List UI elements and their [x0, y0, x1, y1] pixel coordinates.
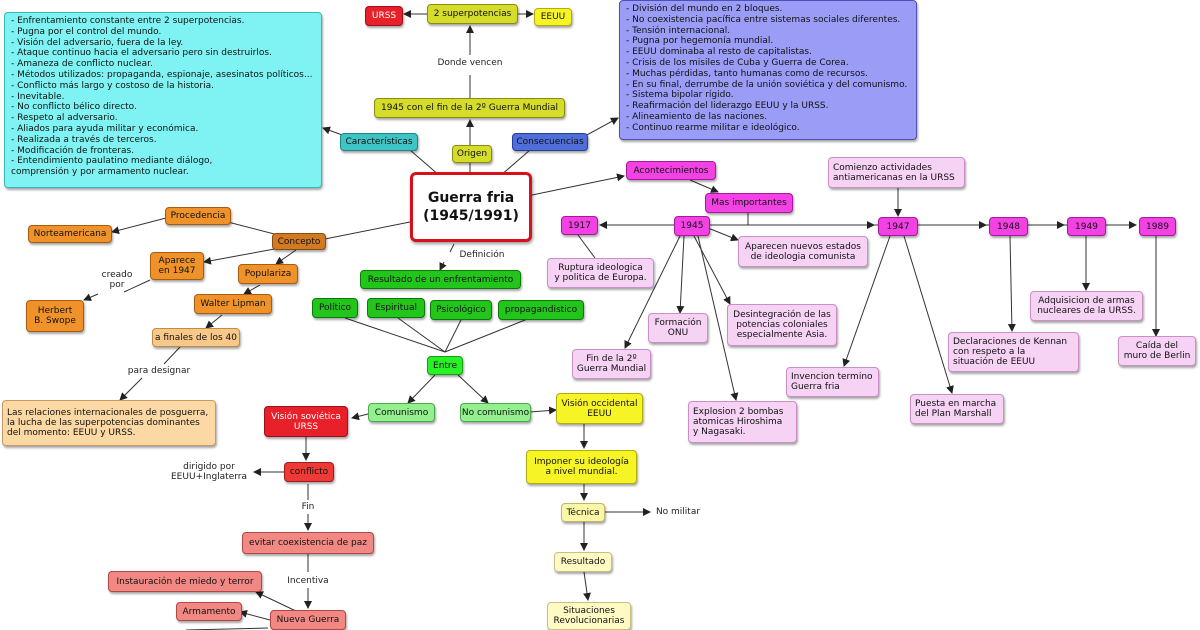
- definicion-label: Definición: [459, 250, 505, 260]
- year-1949-node: 1949: [1067, 217, 1106, 236]
- ruptura-node: Ruptura ideologica y politica de Europa.: [547, 258, 654, 288]
- comunismo-node: Comunismo: [368, 403, 435, 422]
- superpotencias-node: 2 superpotencias: [427, 4, 518, 24]
- herbert-node: Herbert B. Swope: [26, 300, 84, 332]
- propagandistico-node: propagandistico: [498, 300, 584, 320]
- resultado-node: Resultado de un enfrentamiento: [360, 270, 521, 289]
- populariza-node: Populariza: [238, 264, 298, 284]
- caracteristicas-item: - Inevitable.: [11, 91, 65, 102]
- consecuencias-item: - Continuo rearme militar e ideológico.: [626, 122, 800, 133]
- walter-node: Walter Lipman: [194, 294, 272, 314]
- entre-node: Entre: [427, 356, 463, 375]
- consecuencias-item: - Muchas pérdidas, tanto humanas como de…: [626, 68, 868, 79]
- caracteristicas-item: - Ataque continuo hacia el adversario pe…: [11, 48, 272, 59]
- consecuencias-item: - Pugna por hegemonía mundial.: [626, 36, 774, 47]
- caracteristicas-item: - Modificación de fronteras.: [11, 145, 135, 156]
- invencion-node: Invencion termino Guerra fria: [786, 367, 879, 397]
- caracteristicas-item: - Métodos utilizados: propaganda, espion…: [11, 69, 313, 80]
- tecnica-node: Técnica: [561, 503, 605, 522]
- caracteristicas-item: - Realizada a través de terceros.: [11, 134, 157, 145]
- year-1989-node: 1989: [1139, 217, 1176, 236]
- main-title: Guerra fria (1945/1991): [410, 172, 532, 242]
- comienzo-node: Comienzo actividades antiamericanas en l…: [828, 157, 965, 188]
- politico-node: Político: [312, 298, 358, 318]
- consecuencias-item: - Sistema bipolar rígido.: [626, 90, 734, 101]
- nueva-guerra-node: Nueva Guerra: [270, 610, 346, 630]
- incentiva-label: Incentiva: [287, 576, 329, 586]
- relaciones-node: Las relaciones internacionales de posgue…: [2, 400, 216, 446]
- berlin-node: Caída del muro de Berlin: [1118, 336, 1196, 366]
- instauracion-node: Instauración de miedo y terror: [108, 571, 262, 592]
- caracteristicas-item: - Pugna por el control del mundo.: [11, 26, 162, 37]
- consecuencias-item: - Crisis de los misiles de Cuba y Guerra…: [626, 57, 849, 68]
- concepto-node: Concepto: [272, 233, 326, 250]
- caracteristicas-item: comprensión y por armamento nuclear.: [11, 167, 189, 178]
- armas-nucleares-node: Adquisicion de armas nucleares de la URS…: [1030, 291, 1143, 321]
- eeuu-node: EEUU: [534, 8, 572, 26]
- marshall-node: Puesta en marcha del Plan Marshall: [910, 394, 1004, 424]
- caracteristicas-item: - Enfrentamiento constante entre 2 super…: [11, 16, 245, 26]
- consecuencias-item: - EEUU dominaba al resto de capitalistas…: [626, 47, 812, 58]
- fin-guerra-node: 1945 con el fin de la 2º Guerra Mundial: [374, 98, 565, 118]
- consecuencias-item: - No coexistencia pacífica entre sistema…: [626, 14, 901, 25]
- title-line-2: (1945/1991): [423, 208, 519, 224]
- dirigido-label: dirigido por EEUU+Inglaterra: [171, 462, 247, 482]
- psicologico-node: Psicológico: [430, 300, 492, 320]
- caracteristicas-item: - Entendimiento paulatino mediante diálo…: [11, 156, 213, 167]
- caracteristicas-item: - Amaneza de conflicto nuclear.: [11, 59, 153, 70]
- consecuencias-box: - División del mundo en 2 bloques.- No c…: [619, 0, 917, 140]
- situaciones-node: Situaciones Revolucionarias: [547, 602, 631, 630]
- mas-importantes-node: Mas importantes: [705, 193, 793, 213]
- desintegracion-node: Desintegración de las potencias colonial…: [727, 304, 837, 346]
- consecuencias-item: - División del mundo en 2 bloques.: [626, 4, 783, 14]
- imponer-node: Imponer su ideología a nivel mundial.: [526, 450, 637, 484]
- consecuencias-item: - Reafirmación del liderazgo EEUU y la U…: [626, 101, 829, 112]
- consecuencias-item: - En su final, derrumbe de la unión sovi…: [626, 79, 908, 90]
- caracteristicas-item: - No conflicto bélico directo.: [11, 102, 137, 113]
- no-militar-label: No militar: [655, 507, 701, 517]
- evitar-coexistencia-node: evitar coexistencia de paz: [242, 532, 374, 554]
- caracteristicas-box: - Enfrentamiento constante entre 2 super…: [4, 12, 322, 188]
- vision-sovietica-node: Visión soviética URSS: [264, 406, 348, 437]
- caracteristicas-item: - Aliados para ayuda militar y económica…: [11, 123, 199, 134]
- origen-node: Origen: [452, 145, 492, 163]
- caracteristicas-item: - Visión del adversario, fuera de la ley…: [11, 37, 184, 48]
- donde-vencen-label: Donde vencen: [437, 58, 503, 68]
- consecuencias-node: Consecuencias: [512, 133, 588, 151]
- consecuencias-item: - Tensión internacional.: [626, 25, 731, 36]
- year-1945-node: 1945: [674, 216, 710, 236]
- explosion-node: Explosion 2 bombas atomicas Hiroshima y …: [688, 401, 797, 443]
- vision-occidental-node: Visión occidental EEUU: [556, 393, 643, 424]
- consecuencias-list: - División del mundo en 2 bloques.- No c…: [626, 4, 916, 134]
- conflicto-node: conflicto: [284, 462, 334, 482]
- onu-node: Formación ONU: [648, 313, 708, 343]
- armamento-node: Armamento: [176, 602, 242, 621]
- procedencia-node: Procedencia: [165, 207, 231, 225]
- caracteristicas-item: - Conflicto más largo y costoso de la hi…: [11, 80, 215, 91]
- para-designar-label: para designar: [127, 366, 191, 376]
- caracteristicas-item: - Respeto al adversario.: [11, 113, 118, 124]
- year-1948-node: 1948: [989, 217, 1028, 236]
- fin-2gm-node: Fin de la 2º Guerra Mundial: [572, 349, 651, 379]
- acontecimientos-node: Acontecimientos: [626, 161, 716, 180]
- urss-node: URSS: [365, 6, 403, 26]
- title-line-1: Guerra fria: [427, 190, 515, 206]
- creado-por-label: creado por: [101, 270, 133, 290]
- resultado-occidental-node: Resultado: [554, 552, 612, 572]
- finales-40-node: a finales de los 40: [152, 328, 240, 347]
- fin-label: Fin: [301, 502, 315, 512]
- no-comunismo-node: No comunismo: [460, 403, 531, 422]
- year-1917-node: 1917: [561, 216, 598, 235]
- consecuencias-item: - Alineamiento de las naciones.: [626, 111, 768, 122]
- kennan-node: Declaraciones de Kennan con respeto a la…: [948, 332, 1079, 372]
- year-1947-node: 1947: [878, 217, 918, 236]
- caracteristicas-list: - Enfrentamiento constante entre 2 super…: [11, 16, 321, 178]
- aparece-1947-node: Aparece en 1947: [150, 252, 204, 280]
- caracteristicas-node: Características: [340, 133, 418, 151]
- espiritual-node: Espiritual: [367, 298, 425, 318]
- nuevos-estados-node: Aparecen nuevos estados de ideologia com…: [738, 236, 868, 267]
- norteamericana-node: Norteamericana: [28, 225, 112, 243]
